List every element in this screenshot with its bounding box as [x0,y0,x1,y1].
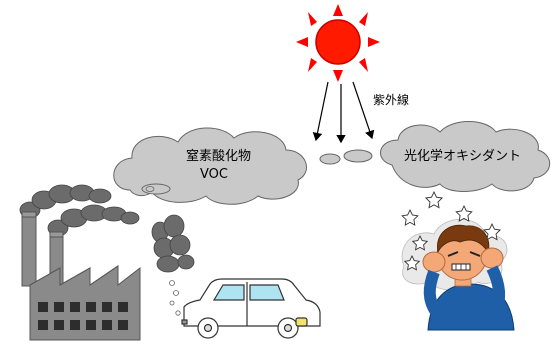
uv-label: 紫外線 [373,92,409,107]
sun-icon [296,4,380,82]
car-icon [181,278,321,339]
car-exhaust-smoke [151,214,195,273]
factory-icon [21,211,141,341]
pollutant-cloud [113,127,308,205]
transition-puffs [319,149,373,165]
person-icon [401,218,515,331]
star-icon [424,190,444,209]
star-icon [455,204,473,222]
oxidant-cloud [380,121,550,192]
uv-arrows [312,81,375,144]
star-icon [401,208,419,226]
oxidant-label: 光化学オキシダント [404,148,521,164]
star-icon [411,234,429,251]
pollutant-label-voc: VOC [200,167,228,182]
factory-smoke [19,184,140,237]
star-icon [403,254,421,271]
pollutant-label-nox: 窒素酸化物 [186,148,251,164]
star-icons [401,190,502,271]
exhaust-bubbles [169,280,181,316]
star-icon [482,222,502,241]
